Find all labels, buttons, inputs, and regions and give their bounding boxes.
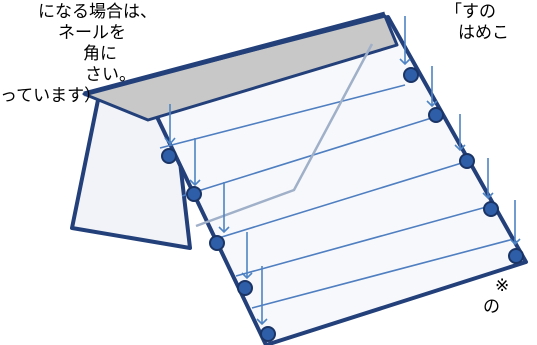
- instruction-note-right: 「すの はめこ: [445, 2, 509, 44]
- note-left-line: さい。: [85, 65, 136, 85]
- note-bottom-line: の: [483, 297, 500, 317]
- note-left-line: 角に: [83, 44, 117, 64]
- down-arrow-icon: [164, 104, 268, 326]
- note-right-line: はめこ: [458, 23, 509, 43]
- instruction-note-bottom: ※ の: [483, 276, 510, 318]
- right-marker-column: [399, 16, 524, 264]
- left-marker-column: [161, 104, 276, 342]
- blue-dot-marker-icon: [403, 67, 524, 264]
- note-left-line: っています）: [0, 86, 102, 106]
- instruction-note-left: になる場合は、 ネールを 角に さい。 っています）: [0, 2, 157, 107]
- fold-lines: [159, 84, 511, 309]
- note-left-line: ネールを: [58, 23, 126, 43]
- note-left-line: になる場合は、: [38, 2, 157, 22]
- note-right-line: 「すの: [445, 2, 496, 22]
- blue-dot-marker-icon: [161, 148, 276, 342]
- diagonal-guide: [195, 43, 374, 228]
- ridge-line: [83, 11, 386, 97]
- down-arrow-icon: [399, 16, 521, 246]
- note-bottom-line: ※: [495, 276, 510, 296]
